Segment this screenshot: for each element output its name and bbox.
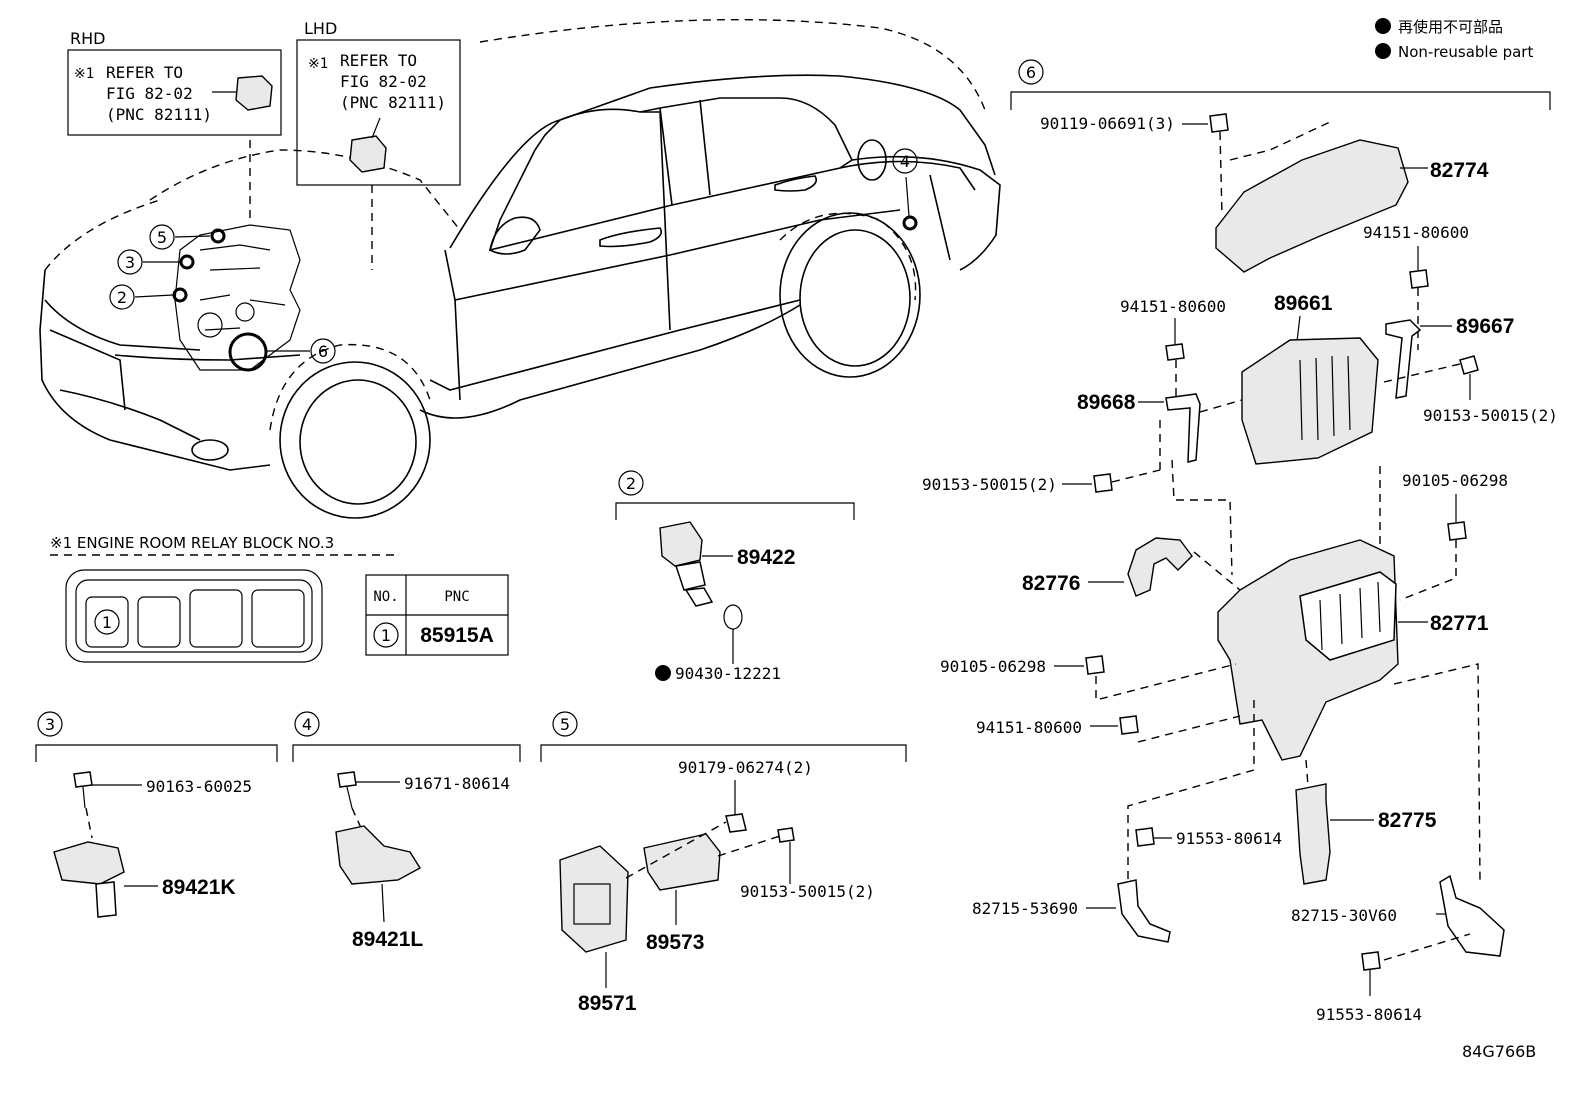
part-90163-60025: 90163-60025 xyxy=(146,777,252,796)
lhd-line2: FIG 82-02 xyxy=(340,72,427,91)
car-callouts: 5 3 2 6 4 xyxy=(109,148,918,364)
part-90153-50015-g5: 90153-50015(2) xyxy=(740,882,875,901)
part-91553-80614-b: 91553-80614 xyxy=(1316,1005,1422,1024)
table-row-no: 1 xyxy=(381,626,391,645)
callout-4: 5 xyxy=(157,228,167,247)
part-90153-50015-b: 90153-50015(2) xyxy=(922,475,1057,494)
rhd-line2: FIG 82-02 xyxy=(106,84,193,103)
legend: 再使用不可部品 Non-reusable part xyxy=(1375,18,1533,61)
legend-en: Non-reusable part xyxy=(1398,43,1533,61)
part-82774: 82774 xyxy=(1430,159,1489,182)
relay-block-title: ※1 ENGINE ROOM RELAY BLOCK NO.3 xyxy=(50,534,334,552)
lhd-label: LHD xyxy=(304,19,337,38)
rhd-line1: REFER TO xyxy=(106,63,183,82)
vehicle-illustration xyxy=(39,18,1001,519)
figure-code: 84G766B xyxy=(1462,1042,1536,1061)
rhd-line3: (PNC 82111) xyxy=(106,105,212,124)
group-3: 3 90163-60025 89421K xyxy=(35,711,278,918)
part-91671-80614: 91671-80614 xyxy=(404,774,510,793)
part-94151-80600-b: 94151-80600 xyxy=(1120,297,1226,316)
group-2: 2 89422 90430-12221 xyxy=(615,470,855,683)
part-90119-06691: 90119-06691(3) xyxy=(1040,114,1175,133)
part-90153-50015-a: 90153-50015(2) xyxy=(1423,406,1558,425)
group-5-number: 5 xyxy=(560,715,570,734)
part-89667: 89667 xyxy=(1456,315,1514,338)
table-header-pnc: PNC xyxy=(444,589,469,605)
table-header-no: NO. xyxy=(373,589,398,605)
part-91553-80614-a: 91553-80614 xyxy=(1176,829,1282,848)
callout-5: 4 xyxy=(900,152,910,171)
group-6: 6 90119-06691(3) 82774 94151-80600 94151… xyxy=(922,59,1558,1024)
group-3-number: 3 xyxy=(45,715,55,734)
lhd-mark: ※1 xyxy=(308,56,328,72)
part-89661: 89661 xyxy=(1274,292,1333,315)
table-row-pnc: 85915A xyxy=(420,624,494,647)
part-89573: 89573 xyxy=(646,931,704,954)
legend-jp: 再使用不可部品 xyxy=(1398,18,1503,36)
callout-2: 2 xyxy=(117,288,127,307)
group-4-number: 4 xyxy=(302,715,312,734)
group-5: 5 90179-06274(2) 90153-50015(2) 89573 89… xyxy=(540,711,907,1015)
lhd-line1: REFER TO xyxy=(340,51,417,70)
lhd-line3: (PNC 82111) xyxy=(340,93,446,112)
part-89571: 89571 xyxy=(578,992,637,1015)
callout-3: 3 xyxy=(125,253,135,272)
part-90105-06298-a: 90105-06298 xyxy=(1402,471,1508,490)
part-89421K: 89421K xyxy=(162,876,236,899)
rhd-label: RHD xyxy=(70,29,105,48)
part-90430-12221: 90430-12221 xyxy=(675,664,781,683)
part-82715-53690: 82715-53690 xyxy=(972,899,1078,918)
rhd-ref-box: RHD ※1 REFER TO FIG 82-02 (PNC 82111) xyxy=(67,29,282,136)
part-94151-80600-c: 94151-80600 xyxy=(976,718,1082,737)
group-2-number: 2 xyxy=(626,474,636,493)
relay-block-section: ※1 ENGINE ROOM RELAY BLOCK NO.3 1 NO. PN… xyxy=(50,534,509,663)
part-89422: 89422 xyxy=(737,546,795,569)
lhd-ref-box: LHD ※1 REFER TO FIG 82-02 (PNC 82111) xyxy=(296,19,461,186)
part-90179-06274: 90179-06274(2) xyxy=(678,758,813,777)
part-89421L: 89421L xyxy=(352,928,423,951)
part-94151-80600-a: 94151-80600 xyxy=(1363,223,1469,242)
relay-slot-marker: 1 xyxy=(102,613,112,632)
part-82715-30V60: 82715-30V60 xyxy=(1291,906,1397,925)
rhd-mark: ※1 xyxy=(74,66,94,82)
part-89668: 89668 xyxy=(1077,391,1136,414)
part-90105-06298-b: 90105-06298 xyxy=(940,657,1046,676)
callout-6: 6 xyxy=(318,342,328,361)
part-82771: 82771 xyxy=(1430,612,1489,635)
group-6-number: 6 xyxy=(1026,63,1036,82)
part-82775: 82775 xyxy=(1378,809,1437,832)
group-4: 4 91671-80614 89421L xyxy=(292,711,521,951)
part-82776: 82776 xyxy=(1022,572,1080,595)
